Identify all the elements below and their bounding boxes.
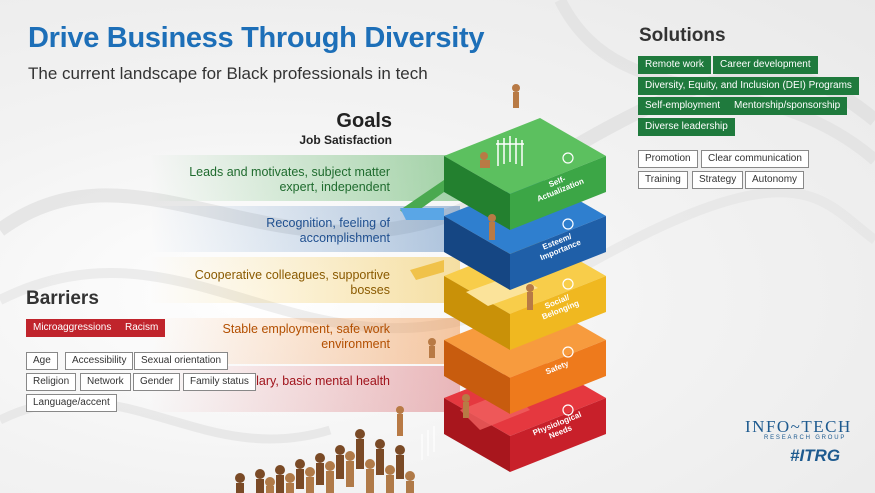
solutions-heading: Solutions	[639, 25, 726, 46]
lightbulb-icon	[562, 152, 574, 164]
goal-safety: Stable employment, safe work environment	[222, 322, 390, 351]
shield-icon	[562, 346, 574, 358]
info-tech-logo: INFO~TECH	[745, 417, 852, 436]
food-icon	[562, 404, 574, 416]
solution-tag: Autonomy	[745, 171, 805, 189]
goal-self-actualization: Leads and motivates, subject matter expe…	[189, 165, 390, 194]
barrier-tag: Network	[80, 373, 131, 391]
page-title: Drive Business Through Diversity	[28, 22, 485, 54]
goal-band-green	[150, 155, 460, 201]
goals-subheading: Job Satisfaction	[299, 133, 392, 147]
handshake-icon	[562, 218, 574, 230]
barrier-tag: Gender	[133, 373, 181, 391]
barrier-tag: Sexual orientation	[134, 352, 229, 370]
goal-esteem: Recognition, feeling of accomplishment	[266, 216, 390, 245]
group-icon	[562, 278, 574, 290]
barrier-tag: Age	[26, 352, 58, 370]
climbing-people-icon	[396, 84, 534, 436]
solution-tag: Strategy	[692, 171, 744, 189]
goal-band-yellow	[150, 257, 460, 303]
barrier-tag: Racism	[118, 319, 166, 337]
solution-tag: Training	[638, 171, 688, 189]
tower-level-self-actualization	[444, 118, 606, 230]
barrier-tag: Language/accent	[26, 394, 117, 412]
ramp-blue	[400, 208, 444, 220]
solution-tag: Promotion	[638, 150, 698, 168]
ramp-yellow	[410, 260, 444, 280]
solution-tag: Remote work	[638, 56, 711, 74]
crowd-illustration	[235, 426, 435, 493]
solution-tag: Self-employment	[638, 97, 728, 115]
solution-tag: Diverse leadership	[638, 118, 735, 136]
solution-tag: Career development	[713, 56, 818, 74]
solution-tag: Diversity, Equity, and Inclusion (DEI) P…	[638, 77, 859, 95]
barrier-tag: Microaggressions	[26, 319, 119, 337]
info-tech-logo-subtitle: RESEARCH GROUP	[764, 435, 847, 441]
goal-social: Cooperative colleagues, supportive bosse…	[194, 268, 390, 297]
goals-heading: Goals	[336, 110, 392, 132]
page-subtitle: The current landscape for Black professi…	[28, 64, 428, 83]
itrg-hashtag: #ITRG	[790, 446, 841, 465]
goal-physiological: Salary, basic mental health	[240, 374, 390, 388]
solution-tag: Mentorship/sponsorship	[727, 97, 848, 115]
barriers-heading: Barriers	[26, 288, 99, 309]
barrier-tag: Religion	[26, 373, 77, 391]
gate-icon	[496, 136, 524, 166]
gate-icon	[421, 426, 435, 460]
solution-tag: Clear communication	[701, 150, 809, 168]
needs-tower: Self-Actualization Esteem/Importance Soc…	[396, 84, 606, 472]
barrier-tag: Family status	[183, 373, 256, 391]
barrier-tag: Accessibility	[65, 352, 134, 370]
